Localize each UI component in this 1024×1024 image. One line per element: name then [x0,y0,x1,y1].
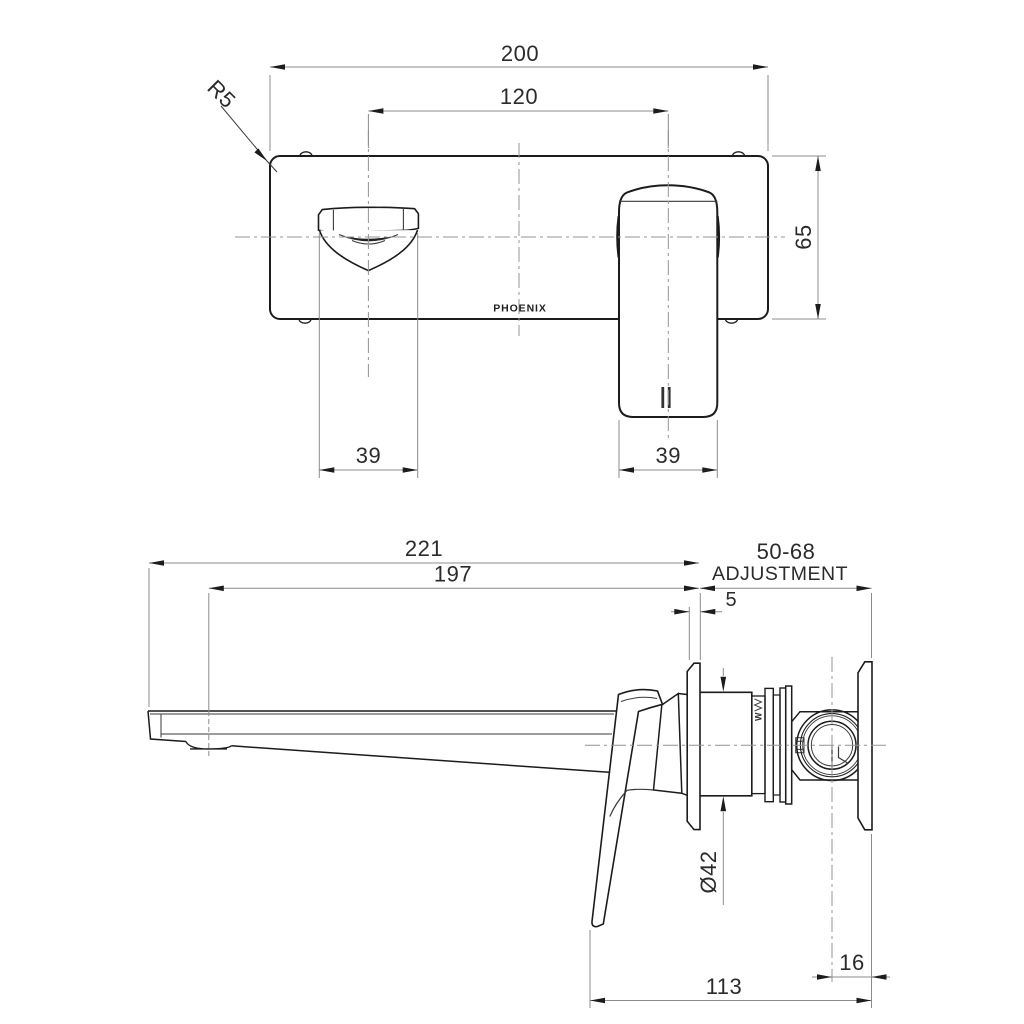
lever-side [591,688,664,928]
dim-16-label: 16 [839,950,864,975]
handle-side-bulges [616,215,721,258]
dim-aerator-to-wall: 197 [208,562,699,757]
dim-d42-label: Ø42 [696,850,721,893]
dim-5-label: 5 [725,589,736,611]
body-cone [652,692,688,797]
dim-50-68-label: 50-68 [757,539,816,564]
side-view: W 221 197 50-68 ADJUSTMENT [147,536,890,1008]
dim-221-label: 221 [405,536,443,561]
dim-spout-tip-to-wall: 221 [148,536,699,707]
spout-side [147,710,616,774]
adjustment-word-label: ADJUSTMENT [712,563,848,585]
brand-logo-text: PHOENIX [493,303,547,315]
handle-indicator-ticks [661,387,671,408]
dim-65-label: 65 [791,224,816,249]
spout-cap-facets [332,208,404,233]
dim-120-label: 120 [500,84,538,109]
dim-corner-radius: R5 [202,75,278,173]
handle-outline [618,184,719,418]
dim-handle-width: 39 [618,420,718,478]
dim-113-label: 113 [706,974,743,999]
dim-inlet-to-bracket: 16 [812,834,890,1008]
front-view: PHOENIX 200 120 R5 65 [202,41,826,478]
plate-edge-notches [298,151,746,324]
wall-plate-side [686,662,701,831]
dim-plate-height: 65 [772,155,826,320]
dim-39-handle-label: 39 [655,443,680,468]
dim-adjustment: 50-68 ADJUSTMENT [700,539,872,658]
dim-r5-label: R5 [202,75,240,113]
dim-centres: 120 [367,84,669,148]
certification-watermark: W [753,698,764,721]
watermark-glyph [753,698,763,712]
watermark-letter: W [754,712,764,721]
spout-front [317,206,420,272]
mounting-bracket [857,661,873,831]
dim-handle-to-bracket: 113 [589,930,872,1008]
dim-plate-thickness: 5 [671,589,737,660]
dim-39-spout-label: 39 [356,443,381,468]
dim-200-label: 200 [501,41,539,66]
dim-plate-width: 200 [269,41,769,151]
handle-front [616,184,721,418]
dim-spout-width: 39 [318,233,419,478]
dim-body-diameter: Ø42 [696,668,727,905]
dim-197-label: 197 [434,562,472,587]
